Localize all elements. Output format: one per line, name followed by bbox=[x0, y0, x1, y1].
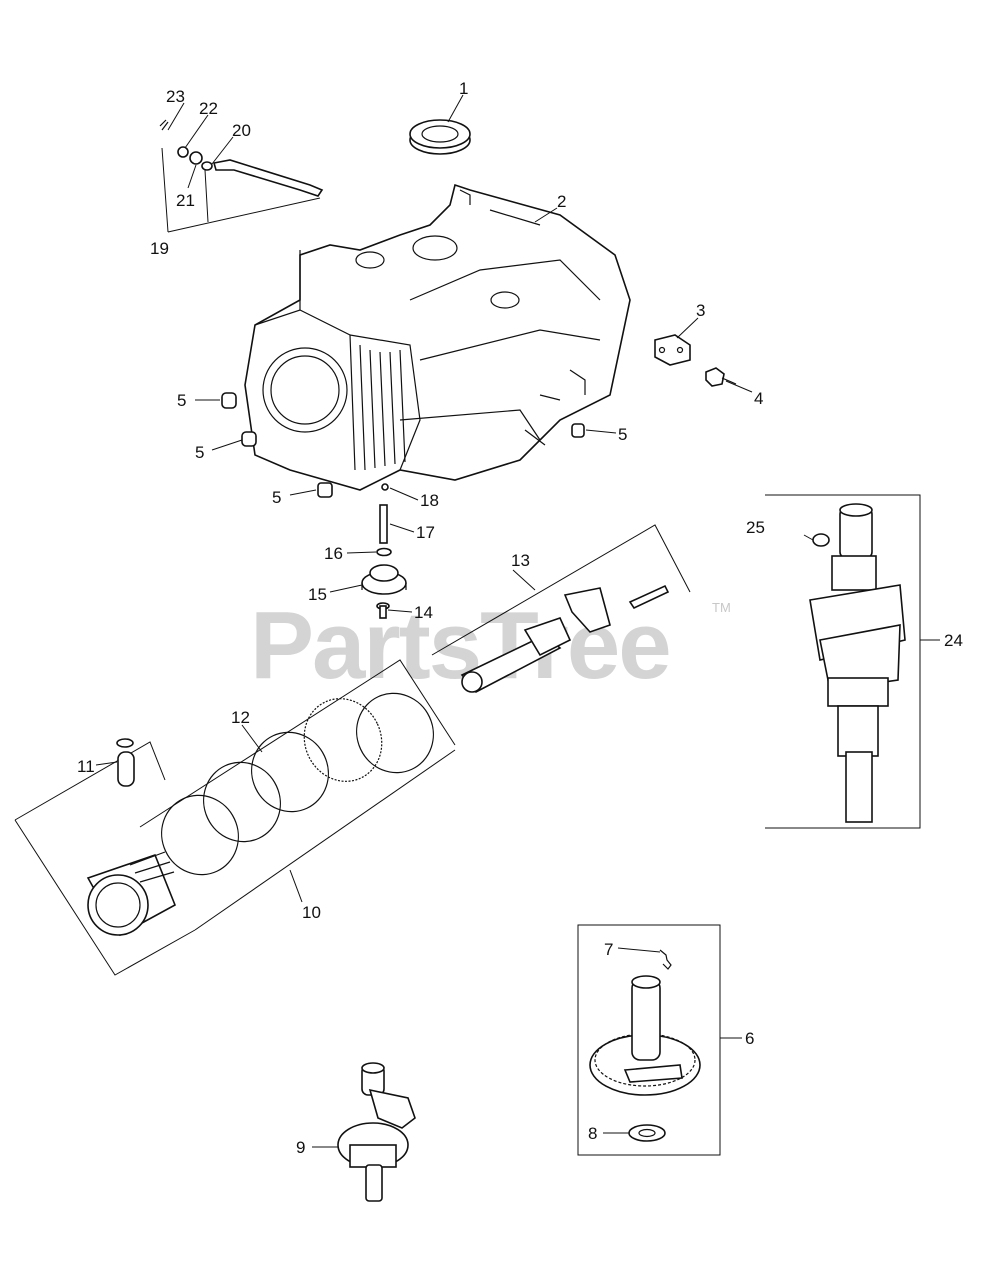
callout-23[interactable]: 23 bbox=[166, 87, 185, 106]
watermark-trademark: TM bbox=[712, 600, 731, 615]
part-16-washer[interactable] bbox=[376, 547, 392, 557]
piston-kit-box bbox=[14, 659, 456, 976]
part-17-pin[interactable] bbox=[379, 504, 388, 544]
callout-20[interactable]: 20 bbox=[232, 121, 251, 140]
callout-5d[interactable]: 5 bbox=[618, 425, 627, 444]
callout-7[interactable]: 7 bbox=[604, 940, 613, 959]
callout-5c[interactable]: 5 bbox=[272, 488, 281, 507]
callout-10[interactable]: 10 bbox=[302, 903, 321, 922]
callout-19[interactable]: 19 bbox=[150, 239, 169, 258]
callout-1[interactable]: 1 bbox=[459, 79, 468, 98]
watermark-text: PartsTree bbox=[250, 592, 670, 699]
camshaft-box bbox=[577, 924, 721, 1156]
leader-lines bbox=[95, 94, 814, 1148]
callout-9[interactable]: 9 bbox=[296, 1138, 305, 1157]
part-3-bracket[interactable] bbox=[654, 334, 691, 366]
part-15-governor-gear[interactable] bbox=[361, 564, 407, 595]
crankshaft-box bbox=[765, 494, 921, 829]
callout-21[interactable]: 21 bbox=[176, 191, 195, 210]
callout-11[interactable]: 11 bbox=[77, 757, 95, 776]
part-5-dowel-pins[interactable] bbox=[221, 392, 585, 498]
callout-13[interactable]: 13 bbox=[511, 551, 530, 570]
part-1-oil-seal[interactable] bbox=[409, 119, 471, 155]
part-14-governor-shaft[interactable] bbox=[376, 602, 390, 619]
callout-labels: 1 2 3 4 5 5 5 5 6 7 8 9 10 11 12 13 14 1… bbox=[77, 79, 963, 1157]
part-18-check-ball[interactable] bbox=[381, 483, 389, 491]
callout-6[interactable]: 6 bbox=[745, 1029, 754, 1048]
callout-2[interactable]: 2 bbox=[557, 192, 566, 211]
part-12-piston-rings[interactable] bbox=[149, 681, 447, 888]
callout-24[interactable]: 24 bbox=[944, 631, 963, 650]
part-8-washer[interactable] bbox=[628, 1124, 666, 1142]
connecting-rod-box bbox=[431, 524, 691, 656]
callout-12[interactable]: 12 bbox=[231, 708, 250, 727]
part-24-crankshaft[interactable] bbox=[809, 503, 906, 823]
callout-4[interactable]: 4 bbox=[754, 389, 763, 408]
part-2-crankcase[interactable] bbox=[244, 183, 631, 491]
callout-16[interactable]: 16 bbox=[324, 544, 343, 563]
part-9-balance-shaft[interactable] bbox=[337, 1062, 416, 1202]
callout-5b[interactable]: 5 bbox=[195, 443, 204, 462]
callout-3[interactable]: 3 bbox=[696, 301, 705, 320]
part-10-piston[interactable] bbox=[86, 851, 177, 937]
part-13-connecting-rod[interactable] bbox=[460, 584, 670, 694]
part-25-key[interactable] bbox=[812, 533, 830, 547]
callout-25[interactable]: 25 bbox=[746, 518, 765, 537]
part-11-piston-pin[interactable] bbox=[116, 738, 135, 787]
callout-8[interactable]: 8 bbox=[588, 1124, 597, 1143]
part-6-camshaft[interactable] bbox=[589, 975, 701, 1096]
callout-14[interactable]: 14 bbox=[414, 603, 433, 622]
part-19-governor-cross-shaft-kit[interactable] bbox=[159, 119, 324, 233]
callout-22[interactable]: 22 bbox=[199, 99, 218, 118]
part-7-pin[interactable] bbox=[659, 949, 672, 970]
callout-17[interactable]: 17 bbox=[416, 523, 435, 542]
callout-5a[interactable]: 5 bbox=[177, 391, 186, 410]
callout-18[interactable]: 18 bbox=[420, 491, 439, 510]
part-4-screw[interactable] bbox=[705, 367, 737, 387]
callout-15[interactable]: 15 bbox=[308, 585, 327, 604]
